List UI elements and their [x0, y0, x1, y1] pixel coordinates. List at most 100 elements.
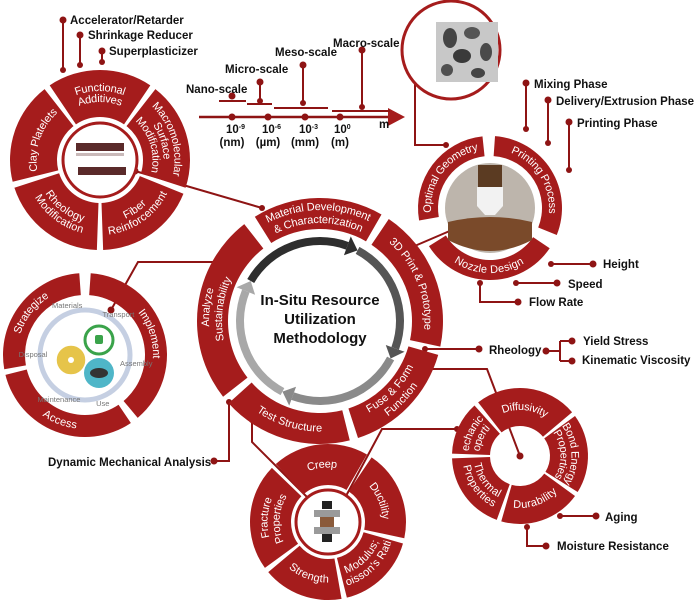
segment-shape — [2, 273, 81, 370]
segment-shape — [101, 176, 184, 250]
segment-shape — [275, 444, 367, 495]
lifecycle-stage: Materials — [52, 301, 83, 310]
svg-text:10-6: 10-6 — [262, 124, 281, 136]
svg-text:(µm): (µm) — [256, 137, 281, 149]
segment-shape — [10, 89, 74, 182]
label-yield-stress: Yield Stress — [583, 336, 648, 348]
segment-shape — [501, 473, 576, 524]
lifecycle-stage: Disposal — [19, 350, 48, 359]
center-title-line: Utilization — [284, 311, 356, 328]
cycle-arrow-icon — [291, 356, 395, 405]
label-aging: Aging — [605, 512, 638, 524]
center-title-line: In-Situ Resource — [260, 292, 379, 309]
axis-unit: m — [379, 119, 389, 131]
axis-tick: 100(m) — [331, 124, 351, 149]
segment-shape — [14, 173, 99, 250]
clay-image-frame — [61, 121, 139, 199]
label-superplasticizer: Superplasticizer — [109, 46, 198, 58]
svg-text:10-9: 10-9 — [226, 124, 245, 136]
segment-durability: Durability — [501, 473, 576, 524]
segment-shape — [348, 457, 406, 539]
label-height: Height — [603, 259, 639, 271]
label-macro-scale: Macro-scale — [333, 38, 399, 50]
lifecycle-stage: Use — [96, 399, 109, 408]
cycle-arrow-icon — [355, 246, 404, 350]
segment-shape — [228, 382, 350, 444]
sustainability-icons — [55, 324, 115, 388]
cycle-arrows — [236, 236, 405, 406]
lifecycle-stage: Transport — [103, 310, 136, 319]
center-title-line: Methodology — [273, 330, 367, 347]
segment-label: Additives — [76, 93, 124, 109]
segment-label: Fracture — [258, 496, 275, 540]
segment-shape — [493, 136, 562, 235]
test-specimen-image — [314, 501, 340, 542]
axis-tick: 10-6(µm) — [256, 124, 281, 149]
axis-tick: 10-3(mm) — [291, 124, 319, 149]
lifecycle-stage: Maintenance — [38, 395, 81, 404]
segment-shape — [196, 224, 264, 397]
label-kinematic-viscosity: Kinematic Viscosity — [582, 355, 691, 367]
segment-shape — [478, 388, 573, 437]
segment-shape — [49, 70, 151, 125]
cycle-arrow-icon — [236, 289, 285, 396]
label-dynamic-mechanical-analysis: Dynamic Mechanical Analysis — [48, 457, 211, 469]
segment-shape — [268, 545, 342, 600]
segment-label: Creep — [306, 458, 338, 473]
segment-shape — [418, 136, 485, 221]
axis-arrow-icon — [388, 108, 405, 126]
label-flow-rate: Flow Rate — [529, 297, 583, 309]
segment-shape — [348, 346, 439, 438]
segment-shape — [250, 467, 302, 568]
segment-ductility: Ductility — [348, 457, 406, 539]
length-scale-axis: Nano-scale Micro-scale Meso-scale Macro-… — [186, 38, 405, 149]
label-delivery-extrusion-phase: Delivery/Extrusion Phase — [556, 96, 694, 108]
segment-shape — [126, 89, 190, 188]
print-labels: Mixing Phase Delivery/Extrusion Phase Pr… — [48, 79, 694, 553]
label-micro-scale: Micro-scale — [225, 64, 288, 76]
svg-text:10-3: 10-3 — [299, 124, 318, 136]
segment-diffusivity: Diffusivity — [478, 388, 573, 437]
lifecycle-ring — [37, 307, 133, 403]
segment-shape — [5, 369, 131, 437]
label-shrinkage-reducer: Shrinkage Reducer — [88, 30, 193, 42]
segment-shape — [452, 457, 510, 520]
label-printing-phase: Printing Phase — [577, 118, 658, 130]
svg-text:(m): (m) — [331, 137, 349, 149]
segment-creep: Creep — [275, 444, 367, 495]
segment-label: Functional — [73, 82, 127, 98]
segment-access: Access — [5, 369, 131, 437]
central-methodology-wheel: Material Development& Characterization3D… — [196, 197, 443, 444]
segment-shape — [336, 532, 403, 598]
label-rheology: Rheology — [489, 345, 542, 357]
segment-strength: Strength — [268, 545, 342, 600]
axis-tick: 10-9(nm) — [220, 124, 246, 149]
segment-shape — [428, 235, 550, 281]
segment-shape — [89, 273, 167, 418]
label-meso-scale: Meso-scale — [275, 47, 337, 59]
cycle-arrow-icon — [247, 237, 349, 283]
svg-text:100: 100 — [334, 124, 351, 136]
lifecycle-stage: Assembly — [120, 359, 153, 368]
svg-text:(mm): (mm) — [291, 137, 319, 149]
additive-labels: Accelerator/Retarder Shrinkage Reducer S… — [70, 15, 198, 58]
label-accelerator-retarder: Accelerator/Retarder — [70, 15, 184, 27]
segment-clay-platelets: Clay Platelets — [10, 89, 74, 182]
segment-material-development-characterization: Material Development& Characterization — [254, 197, 382, 243]
segment-shape — [544, 416, 588, 493]
segment-shape — [452, 405, 500, 455]
segment-nozzle-design: Nozzle Design — [428, 235, 550, 281]
label-nano-scale: Nano-scale — [186, 84, 247, 96]
label-moisture-resistance: Moisture Resistance — [557, 541, 669, 553]
label-mixing-phase: Mixing Phase — [534, 79, 608, 91]
nozzle-photo — [445, 163, 535, 253]
porous-lattice-image — [400, 0, 502, 101]
segment-test-structure: Test Structure — [228, 382, 350, 444]
